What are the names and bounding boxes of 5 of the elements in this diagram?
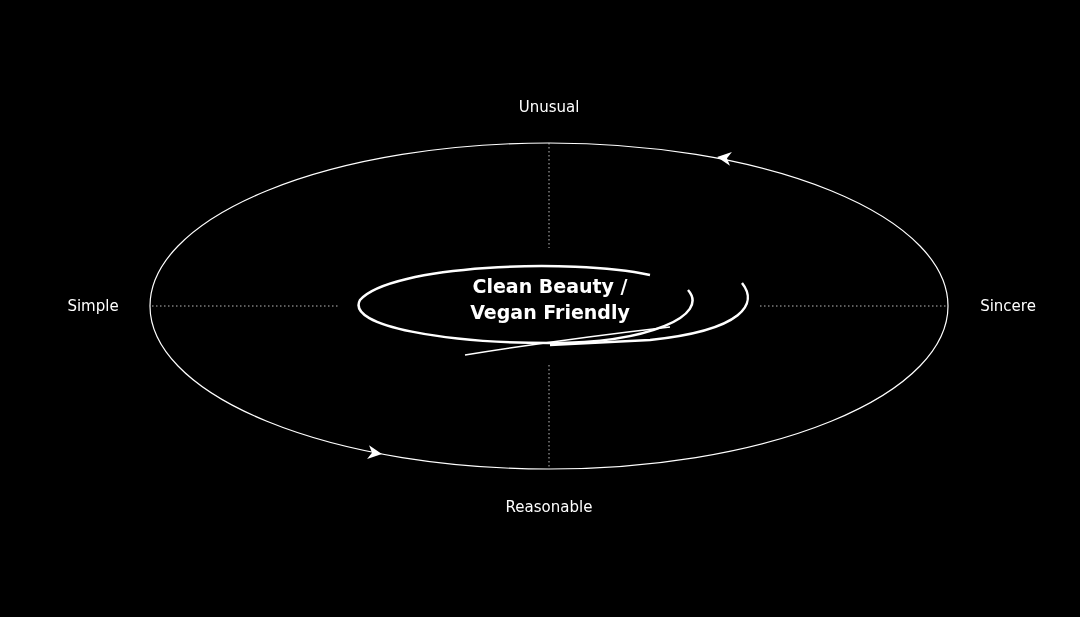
axis-label: Simple: [67, 297, 119, 315]
center-label: Clean Beauty / Vegan Friendly: [469, 274, 631, 325]
axis-label: Sincere: [980, 297, 1036, 315]
axis-label: Reasonable: [505, 498, 593, 516]
axis-label: Unusual: [518, 98, 580, 116]
